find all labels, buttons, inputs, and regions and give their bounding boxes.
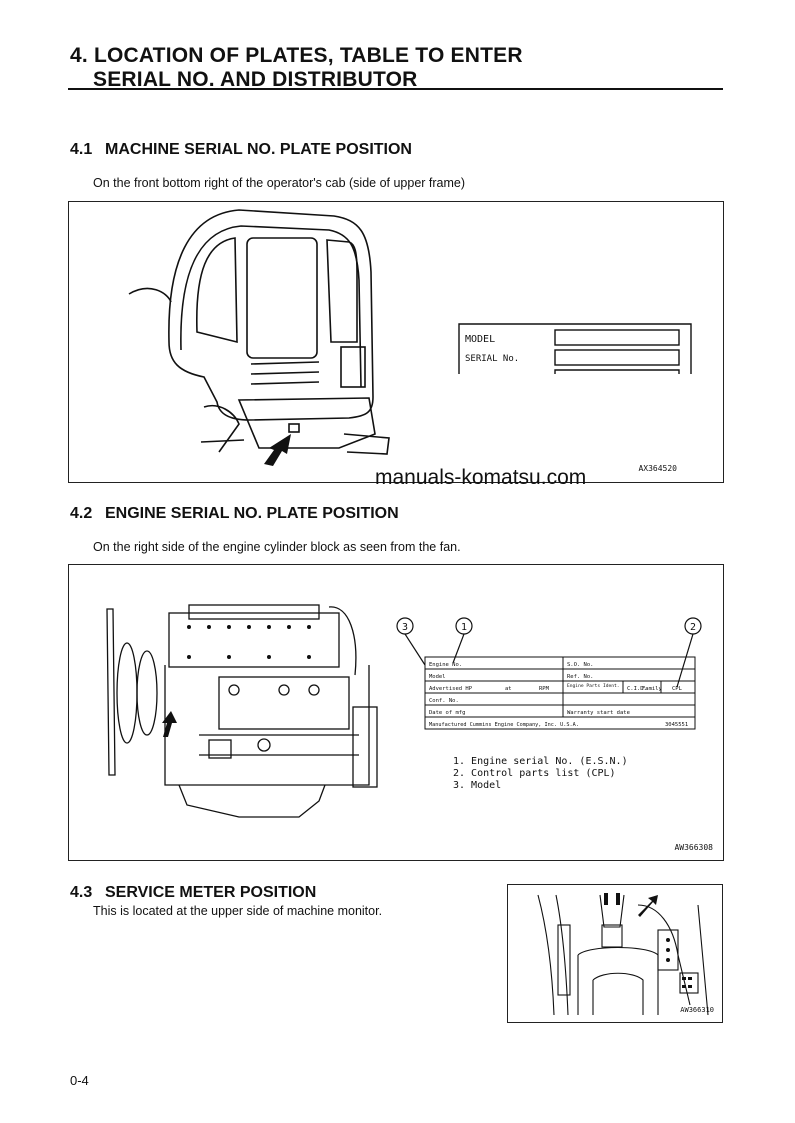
machine-plate-figure: MODEL SERIAL No. AX364520 [68,201,724,483]
title-rule [68,88,723,90]
plate-cpl: CPL [672,686,683,692]
section-4-1-text: On the front bottom right of the operato… [93,176,466,190]
figure-code: AW366310 [680,1006,714,1014]
section-4-1-heading: 4.1 MACHINE SERIAL NO. PLATE POSITION [70,141,412,159]
figure-code: AW366308 [674,843,713,852]
plate-cid: C.I.D. [627,686,647,692]
plate-code: 3045551 [665,722,688,728]
page-title-line-2: SERIAL NO. AND DISTRIBUTOR [93,68,418,91]
section-title: ENGINE SERIAL NO. PLATE POSITION [105,505,399,522]
plate-at: at [505,686,512,692]
section-4-2-heading: 4.2 ENGINE SERIAL NO. PLATE POSITION [70,505,399,523]
page-number: 0-4 [70,1073,89,1088]
callout-1: 1 [461,622,467,633]
plate-rpm: RPM [539,686,550,692]
section-number: 4.2 [70,505,93,522]
operator-cab-illustration: MODEL SERIAL No. AX364520 [128,209,692,473]
section-title: SERVICE METER POSITION [105,884,317,901]
section-4-2-text: On the right side of the engine cylinder… [93,540,461,554]
callout-2: 2 [690,622,696,633]
legend-item-2: 2. Control parts list (CPL) [453,768,616,779]
watermark: manuals-komatsu.com [375,466,587,489]
plate-engine-parts-ident: Engine Parts Ident. [567,683,620,689]
pointer-arrow-icon [638,895,658,917]
engine-illustration: 3 1 2 Engine No. S.O. No. Model Ref. No.… [106,604,713,852]
plate-label-model: MODEL [465,334,495,345]
section-number: 4.1 [70,141,93,158]
legend-item-1: 1. Engine serial No. (E.S.N.) [453,756,628,767]
pointer-arrow-icon [162,711,177,737]
plate-manufacturer: Manufactured Cummins Engine Company, Inc… [429,722,579,728]
figure-code: AX364520 [638,464,677,473]
plate-advertised-hp: Advertised HP [429,686,473,692]
plate-ref-no: Ref. No. [567,674,594,680]
page-title: 4. LOCATION OF PLATES, TABLE TO ENTER SE… [70,44,523,92]
plate-date-of-mfg: Date of mfg [429,710,465,716]
engine-plate-figure: 3 1 2 Engine No. S.O. No. Model Ref. No.… [68,564,724,861]
section-number: 4.3 [70,884,93,901]
plate-so-no: S.O. No. [567,662,594,668]
page-title-line-1: 4. LOCATION OF PLATES, TABLE TO ENTER [70,44,523,67]
plate-label-serial: SERIAL No. [465,354,519,364]
plate-model: Model [429,674,446,680]
section-4-3-text: This is located at the upper side of mac… [93,904,383,918]
callout-3: 3 [402,622,408,633]
plate-conf-no: Conf. No. [429,698,459,704]
plate-family: Family [642,686,663,692]
legend-item-3: 3. Model [453,780,501,791]
section-title: MACHINE SERIAL NO. PLATE POSITION [105,141,412,158]
cab-interior-illustration: AW366310 [537,893,714,1016]
plate-engine-no: Engine No. [429,662,462,668]
plate-warranty-start-date: Warranty start date [567,710,630,716]
service-meter-figure: AW366310 [507,884,723,1023]
section-4-3-heading: 4.3 SERVICE METER POSITION [70,884,316,902]
